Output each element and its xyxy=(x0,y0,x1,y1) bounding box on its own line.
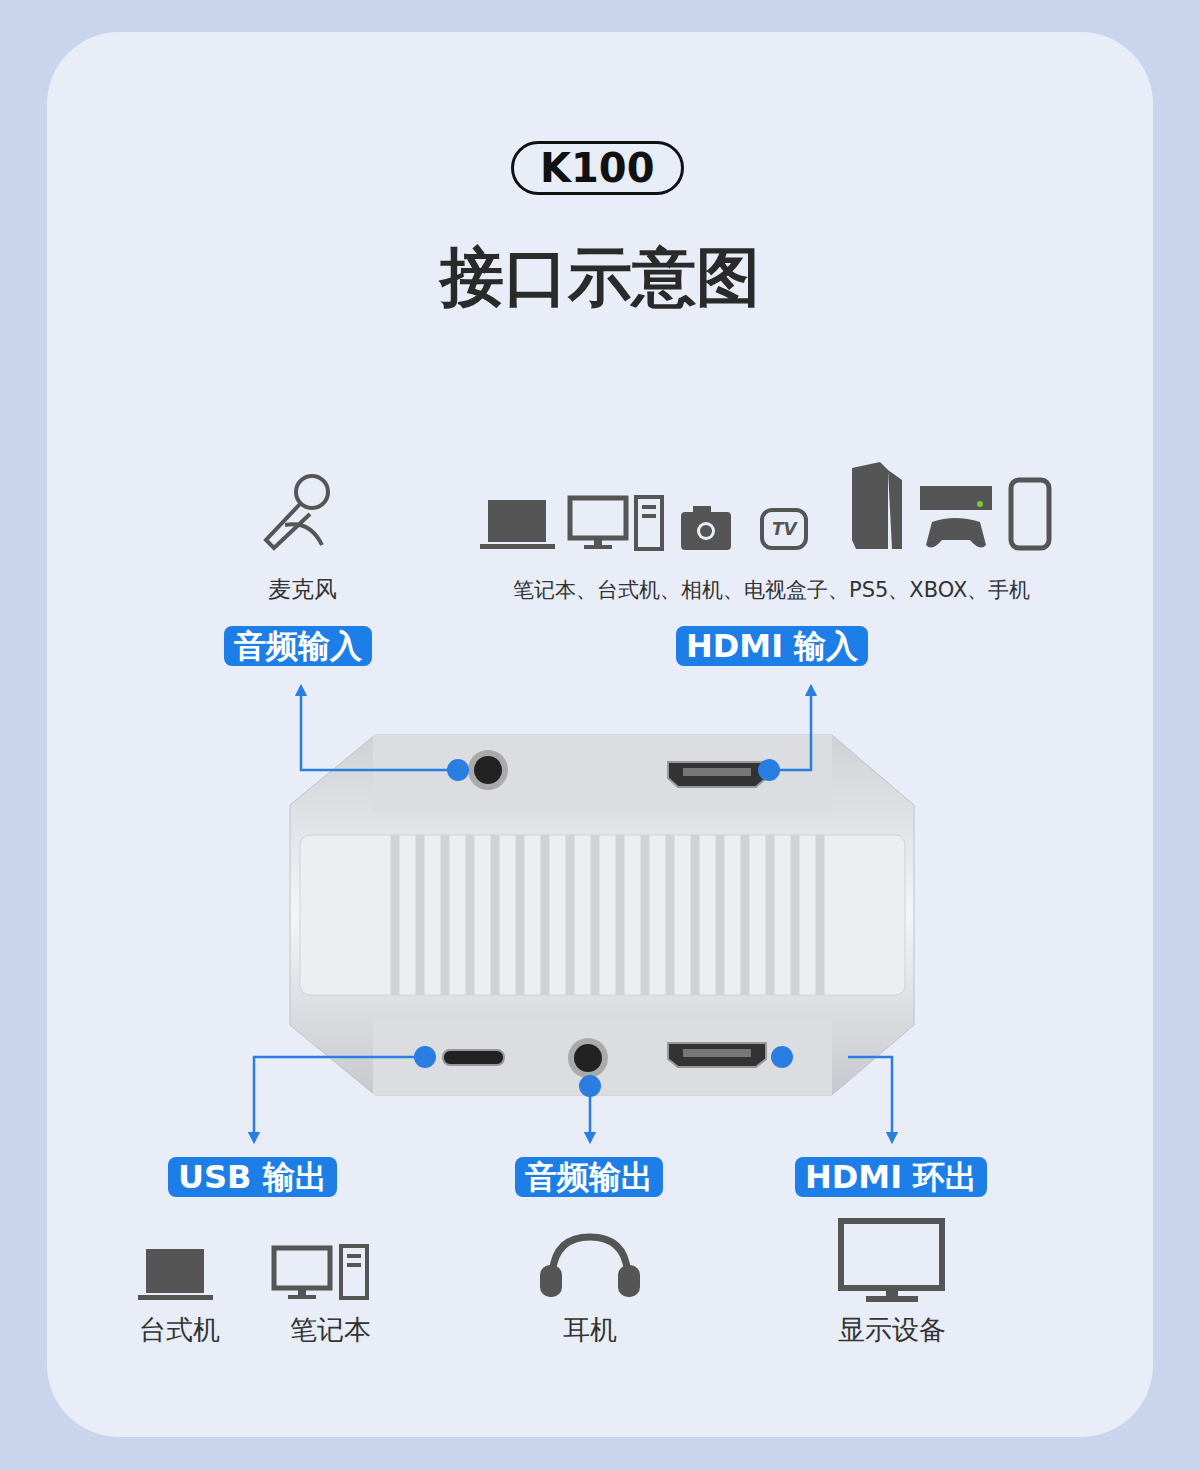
device-caption: 笔记本 xyxy=(290,1312,371,1348)
device-caption: 显示设备 xyxy=(838,1312,946,1348)
node-text: 音频输出 xyxy=(525,1158,653,1196)
icon-text: TV xyxy=(772,519,797,539)
port-tag: HDMI 输入 xyxy=(676,626,868,666)
device-caption: 麦克风 xyxy=(268,574,337,605)
port-tag: 音频输出 xyxy=(515,1157,663,1197)
model-badge: K100 xyxy=(511,141,684,195)
port-tag: HDMI 环出 xyxy=(795,1157,987,1197)
port-tag: USB 输出 xyxy=(168,1157,337,1197)
device-caption: 耳机 xyxy=(563,1312,617,1348)
device-caption: 笔记本、台式机、相机、电视盒子、PS5、XBOX、手机 xyxy=(513,576,1030,604)
page-title: 接口示意图 xyxy=(440,234,760,321)
port-tag: 音频输入 xyxy=(224,626,372,666)
node-text: 音频输入 xyxy=(234,627,362,665)
node-text: K100 xyxy=(540,146,655,190)
node-text: USB 输出 xyxy=(178,1158,327,1196)
device-caption: 台式机 xyxy=(139,1312,220,1348)
node-text: HDMI 环出 xyxy=(805,1158,977,1196)
node-text: HDMI 输入 xyxy=(686,627,858,665)
